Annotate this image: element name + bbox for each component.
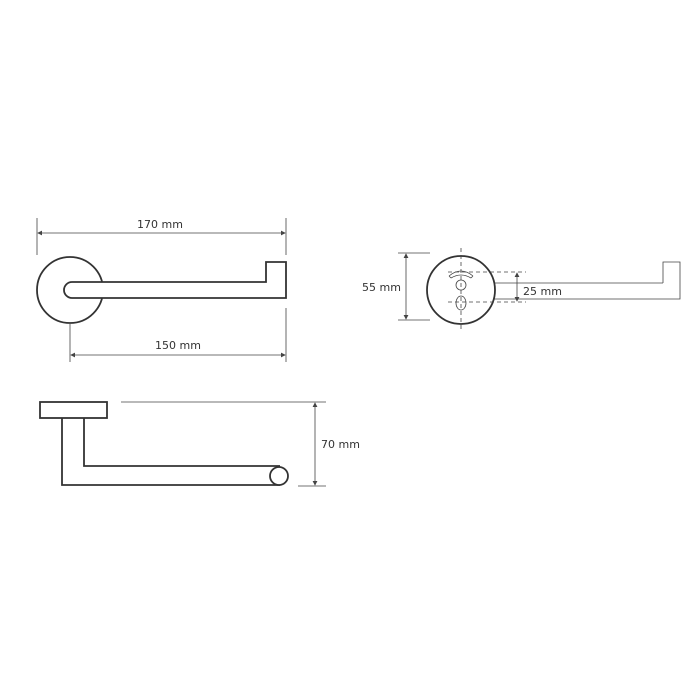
dimension-label-hole-spacing: 25 mm xyxy=(523,285,562,298)
arm-hook-outline xyxy=(494,261,681,300)
dimension-label-total-length: 170 mm xyxy=(137,218,183,231)
top-view: 170 mm 150 mm xyxy=(36,218,287,362)
dimension-label-projection-depth: 70 mm xyxy=(321,438,360,451)
mounting-slot xyxy=(448,270,474,279)
arm-outline xyxy=(63,261,287,299)
front-view: 70 mm xyxy=(39,401,360,487)
side-view: 55 mm 25 mm xyxy=(362,248,681,332)
dimension-label-arm-length: 150 mm xyxy=(155,339,201,352)
wall-plate xyxy=(39,401,108,419)
mounting-hole xyxy=(455,279,467,291)
dimension-label-rosette-diameter: 55 mm xyxy=(362,281,401,294)
mounting-hole xyxy=(455,295,467,311)
arm-end-profile xyxy=(269,466,289,486)
arm-outline xyxy=(61,418,280,486)
